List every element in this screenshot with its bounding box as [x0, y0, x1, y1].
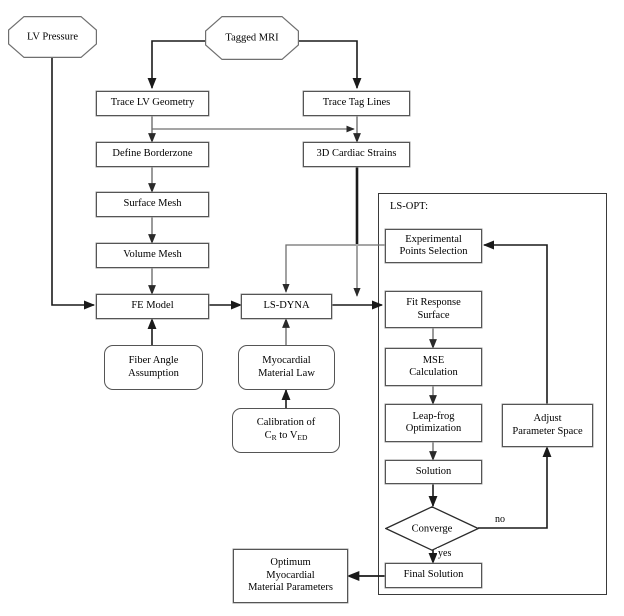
node-fiber-angle-assumption[interactable]: Fiber Angle Assumption: [104, 345, 203, 390]
node-label-line1: Optimum: [270, 557, 311, 569]
diamond-shape: [385, 506, 479, 551]
node-label-line2: Assumption: [128, 367, 179, 379]
node-ls-dyna[interactable]: LS-DYNA: [241, 294, 332, 319]
node-label: LS-DYNA: [263, 300, 310, 312]
node-label: FE Model: [131, 300, 174, 312]
node-label-line2: Optimization: [405, 423, 462, 434]
node-surface-mesh[interactable]: Surface Mesh: [96, 192, 209, 217]
node-label-line1: Fiber Angle: [128, 355, 179, 366]
edge-label-yes: yes: [437, 548, 453, 559]
node-label: Volume Mesh: [123, 249, 182, 261]
node-label-line1: Calibration of: [256, 417, 316, 428]
node-label-line1: Fit Response: [406, 297, 461, 308]
node-label: 3D Cardiac Strains: [316, 148, 397, 160]
node-label-line2: Material Law: [258, 367, 315, 379]
node-optimum-parameters[interactable]: Optimum Myocardial Material Parameters: [233, 549, 348, 603]
node-adjust-parameter-space[interactable]: Adjust Parameter Space: [502, 404, 593, 447]
node-fit-response-surface[interactable]: Fit Response Surface: [385, 291, 482, 328]
node-label-line3: Material Parameters: [248, 582, 333, 594]
node-fe-model[interactable]: FE Model: [96, 294, 209, 319]
node-solution[interactable]: Solution: [385, 460, 482, 484]
ls-opt-label: LS-OPT:: [388, 201, 430, 212]
ls-opt-group-frame: [378, 193, 607, 595]
node-label: Solution: [415, 465, 452, 477]
node-label-line2: Myocardial: [266, 569, 315, 581]
octagon-shape: [205, 16, 299, 60]
node-label: Define Borderzone: [112, 148, 193, 160]
node-3d-cardiac-strains[interactable]: 3D Cardiac Strains: [303, 142, 410, 167]
node-label-line2: Calculation: [409, 367, 458, 378]
node-converge[interactable]: Converge: [385, 506, 479, 551]
node-label: Converge: [411, 523, 453, 534]
node-leapfrog-optimization[interactable]: Leap-frog Optimization: [385, 404, 482, 442]
node-label-line1: Experimental: [405, 233, 462, 245]
node-trace-lv-geometry[interactable]: Trace LV Geometry: [96, 91, 209, 116]
calibration-cr-symbol: C: [264, 429, 272, 441]
edge-label-no: no: [494, 514, 506, 525]
calibration-cr-subscript: R: [271, 432, 277, 442]
node-label-line2: Parameter Space: [512, 425, 583, 437]
node-mse-calculation[interactable]: MSE Calculation: [385, 348, 482, 386]
node-tagged-mri[interactable]: Tagged MRI: [205, 16, 299, 60]
calibration-ved-subscript: ED: [297, 432, 308, 442]
node-calibration[interactable]: Calibration of CR to VED: [232, 408, 340, 453]
node-define-borderzone[interactable]: Define Borderzone: [96, 142, 209, 167]
node-label-line1: Myocardial: [262, 355, 311, 366]
node-label: Trace Tag Lines: [322, 97, 391, 109]
node-volume-mesh[interactable]: Volume Mesh: [96, 243, 209, 268]
node-label-line2: CR to VED: [265, 430, 308, 445]
node-label-line2: Surface: [417, 309, 450, 321]
node-lv-pressure[interactable]: LV Pressure: [8, 16, 97, 58]
node-final-solution[interactable]: Final Solution: [385, 563, 482, 588]
node-experimental-points-selection[interactable]: Experimental Points Selection: [385, 229, 482, 263]
node-label-line1: Adjust: [533, 413, 562, 424]
node-label: Tagged MRI: [225, 32, 279, 44]
node-trace-tag-lines[interactable]: Trace Tag Lines: [303, 91, 410, 116]
node-label-line1: MSE: [422, 354, 445, 366]
node-label-line2: Points Selection: [399, 246, 468, 257]
node-label: Final Solution: [403, 569, 464, 581]
node-label: Trace LV Geometry: [110, 97, 195, 109]
node-label: LV Pressure: [26, 31, 79, 43]
calibration-to-text: to V: [276, 429, 298, 441]
node-label-line1: Leap-frog: [412, 410, 455, 422]
node-myocardial-material-law[interactable]: Myocardial Material Law: [238, 345, 335, 390]
node-label: Surface Mesh: [123, 198, 182, 210]
